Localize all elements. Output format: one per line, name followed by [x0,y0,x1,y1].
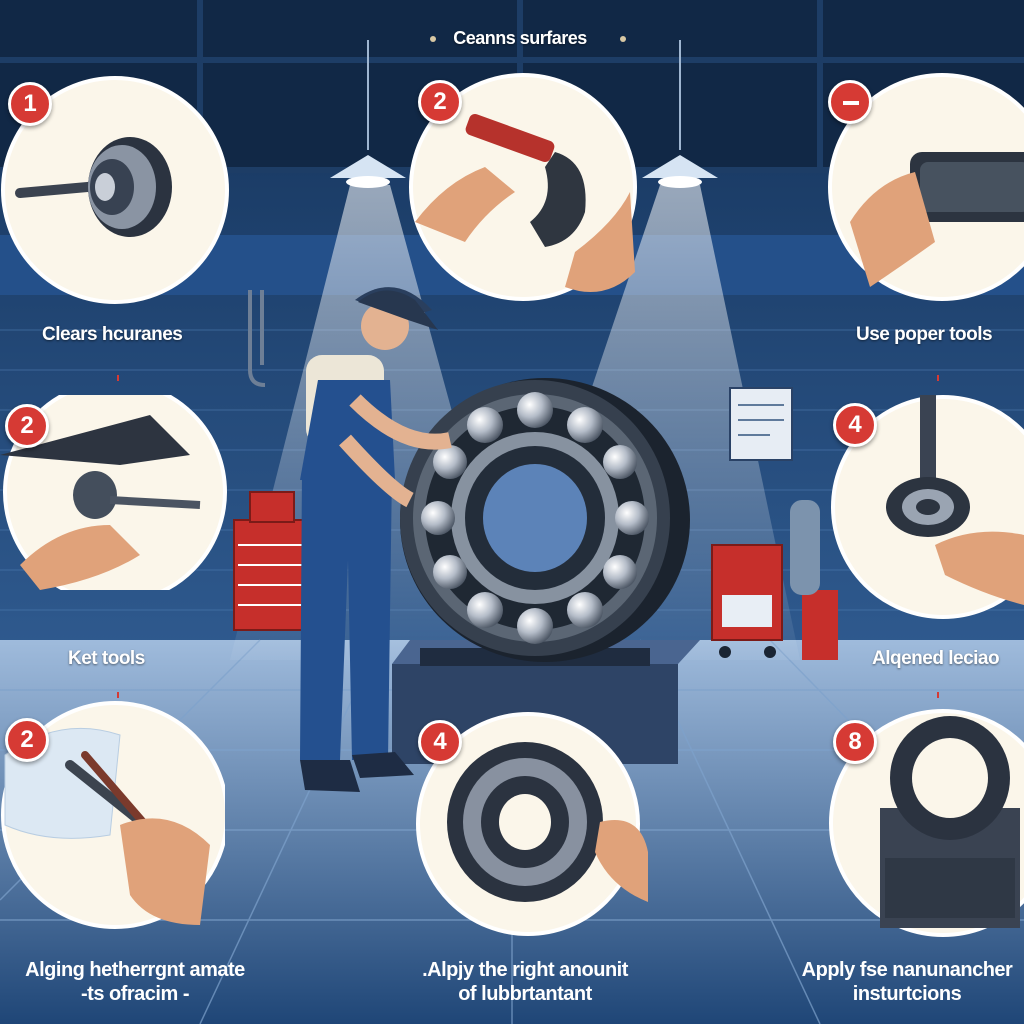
step-1-circle [1,76,229,304]
top-caption-dot-right [620,36,626,42]
bottom-caption-left-line2: -ts ofracim - [81,983,189,1005]
step-badge-8: 8 [833,720,877,764]
bearing-illustration [400,378,690,662]
bottom-caption-left-line1: Alging hetherrgnt amate [25,959,245,981]
step-badge-2-mid: 2 [5,404,49,448]
top-caption: Ceanns surfares [453,28,587,48]
tick-right-lower [937,692,939,698]
bearing-puller-icon [0,415,201,590]
step-3-circle [828,73,1024,301]
tick-left-lower [117,692,119,698]
label-left-lower: Ket tools [68,648,145,669]
hand-tool-icon [850,152,1024,287]
bottom-caption-right: Apply fse nanunancher insturtcions [790,958,1024,1006]
step-badge-2-bottom: 2 [5,718,49,762]
label-right-upper: Use poper tools [856,324,993,345]
bearing-lubricant-icon [447,742,648,902]
tick-right-upper [937,375,939,381]
step-2-circle-top [409,73,637,301]
top-caption-dot-left [430,36,436,42]
step-badge-1: 1 [8,82,52,126]
bottom-caption-middle-line1: .Alpjy the right anounit [422,959,628,981]
bottom-caption-middle-line2: of lubbrtantant [458,983,592,1005]
step-8-circle [829,709,1024,937]
step-badge-2-top: 2 [418,80,462,124]
label-right-lower: Alqened leciao [872,648,1000,669]
bottom-caption-middle: .Alpjy the right anounit of lubbrtantant [395,958,655,1006]
badge-dash-icon [843,101,859,105]
step-5-circle [831,395,1024,619]
hands-scraper-icon [415,113,635,292]
step-4-circle [0,395,227,590]
bottom-caption-right-line2: insturtcions [852,983,962,1005]
wrench-bearing-icon [886,395,1024,605]
sealed-bearing-icon [880,716,1020,928]
step-badge-4-mid: 4 [833,403,877,447]
step-7-circle [416,712,648,936]
technician-figure [300,287,452,792]
bearing-shaft-icon [15,137,172,237]
bottom-caption-left: Alging hetherrgnt amate -ts ofracim - [0,958,270,1006]
tick-left-upper [117,375,119,381]
label-left-upper: Clears hcuranes [42,324,183,345]
step-badge-4-bottom: 4 [418,720,462,764]
bottom-caption-right-line1: Apply fse nanunancher [801,959,1013,981]
